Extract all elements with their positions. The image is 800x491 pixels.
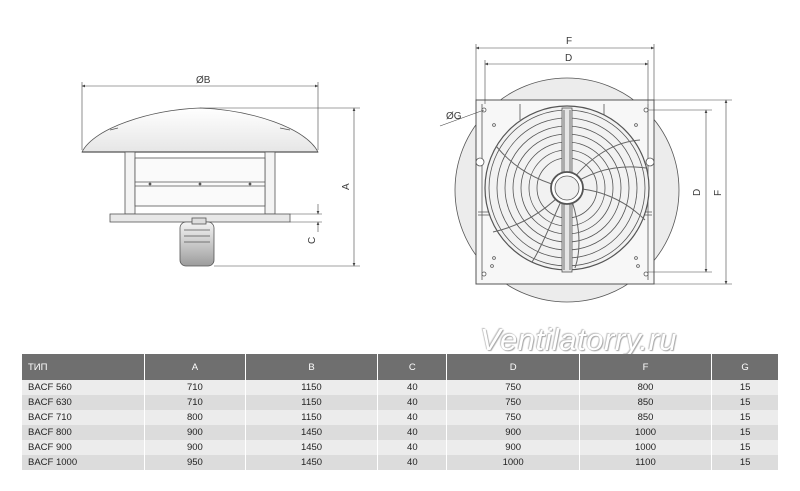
cell-g: 15 — [711, 380, 778, 395]
cell-type: BACF 630 — [22, 395, 145, 410]
cell-a: 800 — [144, 410, 246, 425]
cell-type: BACF 560 — [22, 380, 145, 395]
cell-f: 1100 — [579, 455, 713, 470]
cell-a: 900 — [144, 425, 246, 440]
cell-g: 15 — [711, 410, 778, 425]
watermark: Ventilatorry.ru — [480, 322, 678, 357]
technical-drawing: ØB A C — [81, 36, 732, 303]
cell-f: 1000 — [579, 425, 713, 440]
table-row: BACF 560 710 1150 40 750 800 15 — [22, 380, 778, 395]
cell-a: 950 — [144, 455, 246, 470]
cell-type: BACF 900 — [22, 440, 145, 455]
dim-c-label: C — [307, 237, 318, 244]
dim-d-side-label: D — [692, 189, 703, 196]
cell-c: 40 — [377, 440, 448, 455]
cell-b: 1150 — [245, 380, 379, 395]
table-row: BACF 1000 950 1450 40 1000 1100 15 — [22, 455, 778, 470]
table-row: BACF 630 710 1150 40 750 850 15 — [22, 395, 778, 410]
cell-d: 750 — [446, 410, 580, 425]
table-row: BACF 900 900 1450 40 900 1000 15 — [22, 440, 778, 455]
cell-b: 1450 — [245, 425, 379, 440]
table-header-row: ТИП A B C D F G — [22, 354, 778, 380]
cell-c: 40 — [377, 380, 448, 395]
cell-g: 15 — [711, 395, 778, 410]
dim-f-side-label: F — [713, 190, 724, 196]
cell-d: 1000 — [446, 455, 580, 470]
col-header-c: C — [377, 354, 448, 380]
cell-g: 15 — [711, 455, 778, 470]
dim-d-top-label: D — [565, 53, 572, 64]
side-view — [81, 107, 319, 267]
cell-g: 15 — [711, 425, 778, 440]
cell-d: 900 — [446, 440, 580, 455]
cell-b: 1450 — [245, 455, 379, 470]
cell-d: 750 — [446, 380, 580, 395]
side-dimensions — [81, 82, 360, 267]
cell-type: BACF 710 — [22, 410, 145, 425]
hood — [81, 107, 319, 153]
cell-type: BACF 1000 — [22, 455, 145, 470]
col-header-d: D — [446, 354, 580, 380]
dimensions-table: ТИП A B C D F G BACF 560 710 1150 40 750… — [22, 354, 778, 470]
motor — [179, 221, 215, 267]
dim-f-top-label: F — [566, 36, 572, 47]
cell-d: 750 — [446, 395, 580, 410]
cell-b: 1450 — [245, 440, 379, 455]
cell-type: BACF 800 — [22, 425, 145, 440]
cell-c: 40 — [377, 395, 448, 410]
table-row: BACF 710 800 1150 40 750 850 15 — [22, 410, 778, 425]
col-header-a: A — [144, 354, 246, 380]
cell-g: 15 — [711, 440, 778, 455]
cell-f: 850 — [579, 410, 713, 425]
cell-a: 900 — [144, 440, 246, 455]
col-header-f: F — [579, 354, 713, 380]
cell-f: 800 — [579, 380, 713, 395]
table-row: BACF 800 900 1450 40 900 1000 15 — [22, 425, 778, 440]
front-dimensions — [439, 44, 732, 285]
cell-f: 850 — [579, 395, 713, 410]
cell-c: 40 — [377, 455, 448, 470]
cell-a: 710 — [144, 395, 246, 410]
dim-a-label: A — [341, 183, 352, 190]
cell-d: 900 — [446, 425, 580, 440]
dim-g-label: ØG — [446, 111, 462, 122]
cell-c: 40 — [377, 425, 448, 440]
col-header-type: ТИП — [22, 354, 145, 380]
dim-b-label: ØB — [196, 75, 211, 86]
cell-c: 40 — [377, 410, 448, 425]
cell-b: 1150 — [245, 410, 379, 425]
cell-b: 1150 — [245, 395, 379, 410]
col-header-g: G — [711, 354, 778, 380]
cell-f: 1000 — [579, 440, 713, 455]
col-header-b: B — [245, 354, 379, 380]
front-view — [454, 77, 680, 303]
cell-a: 710 — [144, 380, 246, 395]
